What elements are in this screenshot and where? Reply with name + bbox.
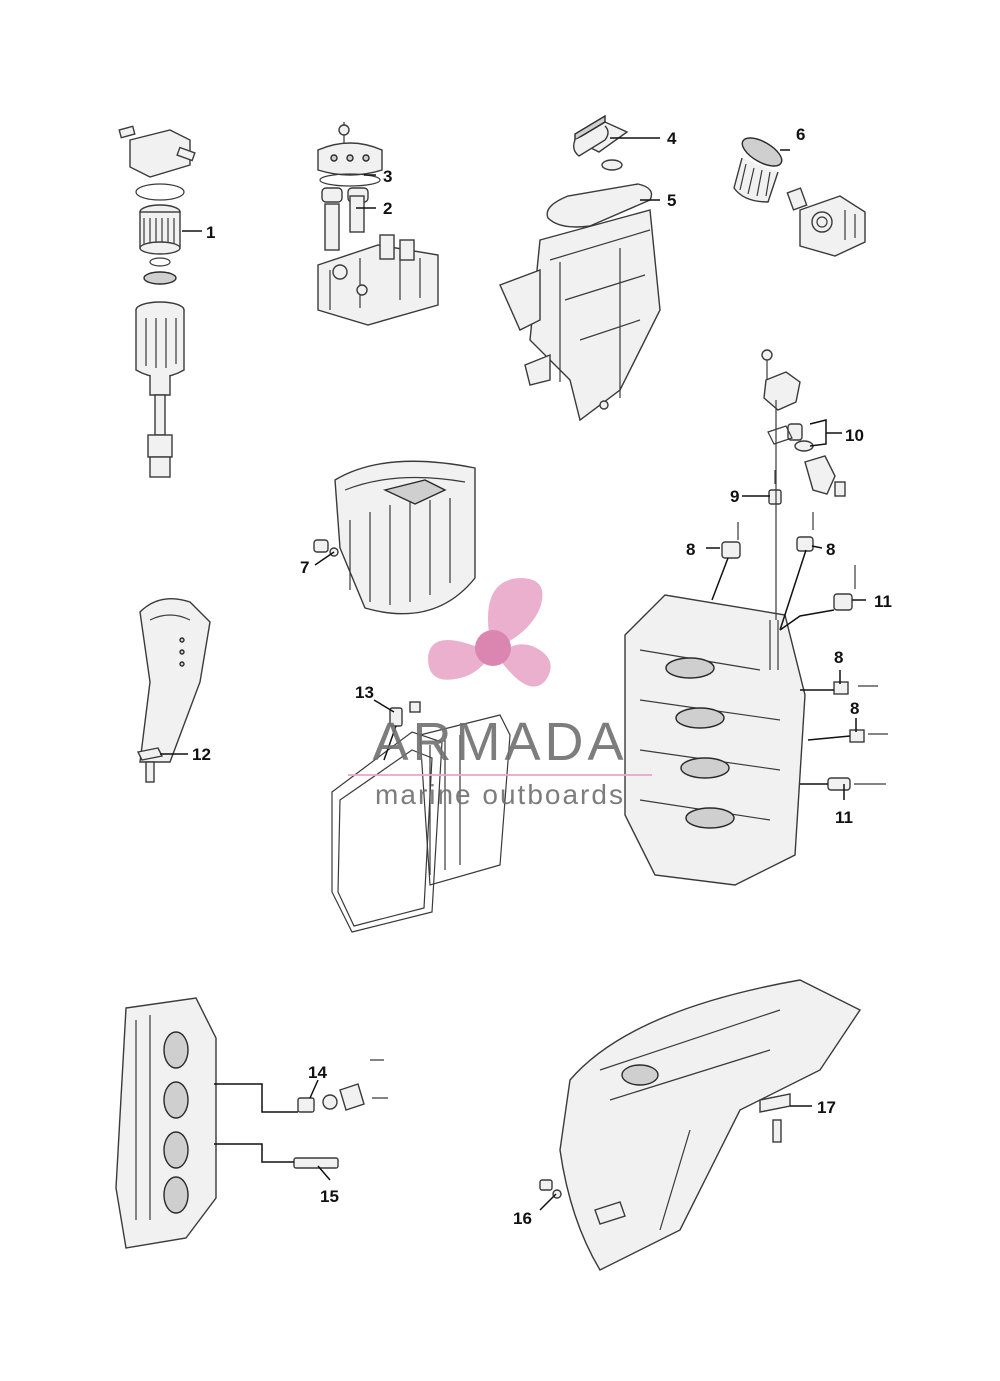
exhaust-cover-gaskets (331, 701, 511, 933)
callout-8c: 8 (834, 648, 843, 667)
callout-2: 2 (383, 199, 392, 218)
callout-15: 15 (320, 1187, 339, 1206)
callout-14: 14 (308, 1063, 327, 1082)
fuel-pump-assembly (317, 122, 439, 326)
callout-17: 17 (817, 1098, 836, 1117)
fuel-filter-assembly (118, 125, 196, 478)
gearcase (539, 979, 862, 1271)
oil-pan (313, 460, 476, 615)
callout-8d: 8 (850, 699, 859, 718)
vapor-separator-assembly (499, 114, 661, 422)
steering-bracket (136, 598, 211, 783)
cylinder-block (624, 400, 888, 886)
callout-16: 16 (513, 1209, 532, 1228)
callout-8a: 8 (686, 540, 695, 559)
callout-7: 7 (300, 558, 309, 577)
callout-5: 5 (667, 191, 676, 210)
leader-lines (160, 137, 866, 1211)
thermostat-sensor-assembly (761, 349, 846, 505)
callout-3: 3 (383, 167, 392, 186)
callout-labels: 1 2 3 4 5 6 7 8 8 8 8 9 10 11 11 12 13 1… (192, 125, 892, 1228)
callout-13: 13 (355, 683, 374, 702)
callout-1: 1 (206, 223, 215, 242)
callout-8b: 8 (826, 540, 835, 559)
callout-4: 4 (667, 129, 677, 148)
watermark: ARMADA marine outboards (348, 578, 652, 810)
watermark-brand: ARMADA (372, 712, 627, 772)
callout-11a: 11 (874, 592, 892, 611)
propeller-logo-icon (428, 578, 551, 687)
callout-6: 6 (796, 125, 805, 144)
callout-10: 10 (845, 426, 864, 445)
callout-9: 9 (730, 487, 739, 506)
callout-11b: 11 (835, 808, 853, 827)
cylinder-head (115, 997, 388, 1249)
oil-filter-assembly (733, 137, 866, 257)
watermark-tagline: marine outboards (375, 779, 625, 810)
callout-12: 12 (192, 745, 211, 764)
